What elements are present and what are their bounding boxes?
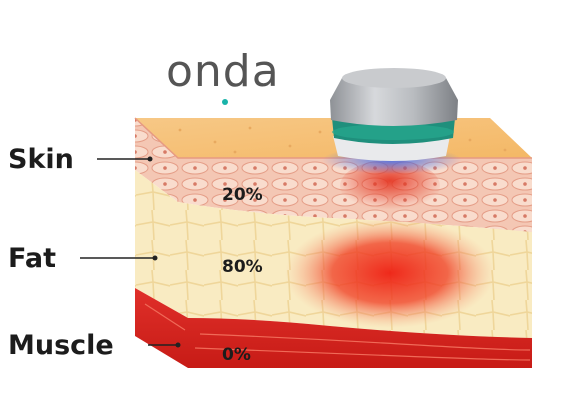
fat-heat-zone [285, 218, 495, 328]
fat-percent: 80% [222, 257, 263, 277]
onda-logo: onda [166, 46, 280, 105]
muscle-fibers [144, 303, 531, 361]
applicator-probe-icon [322, 68, 462, 174]
logo-text: onda [166, 46, 280, 97]
fat-label: Fat [8, 243, 56, 274]
skin-label: Skin [8, 144, 74, 175]
epidermis-pores [178, 126, 507, 154]
skin-percent: 20% [222, 185, 263, 205]
muscle-label: Muscle [8, 330, 114, 361]
muscle-percent: 0% [222, 345, 251, 365]
logo-dot-icon [222, 99, 228, 105]
skin-layer [135, 118, 532, 232]
